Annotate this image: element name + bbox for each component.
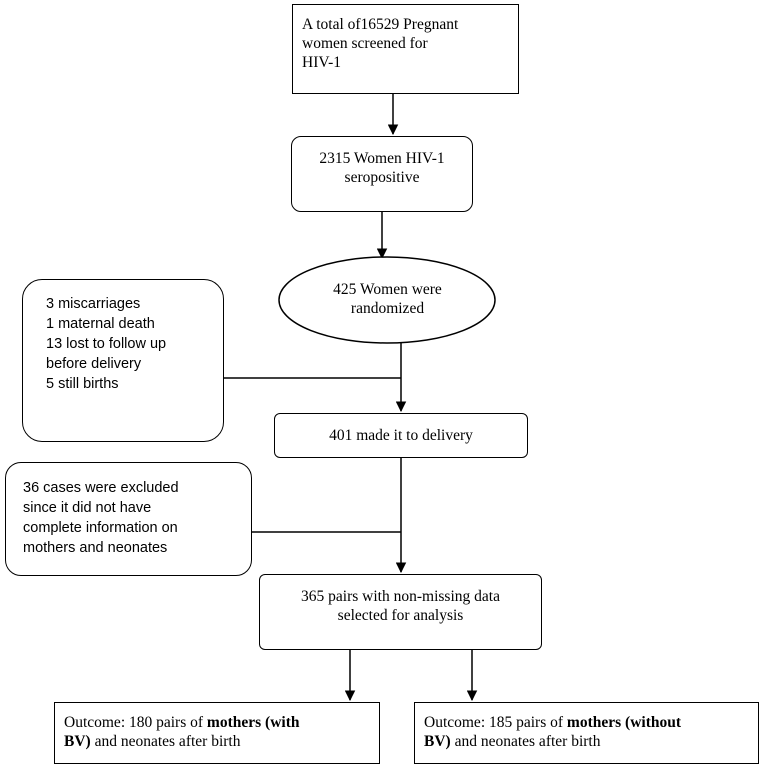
- seropositive-line: seropositive: [344, 169, 420, 186]
- randomized-line: randomized: [350, 300, 425, 317]
- screened-box: A total of16529 Pregnant women screened …: [292, 4, 519, 94]
- randomized-ellipse: [278, 256, 496, 344]
- outcome-bv-line-1: Outcome: 180 pairs of mothers (with: [64, 714, 300, 731]
- outcome-no-bv-line-2: BV) and neonates after birth: [424, 733, 601, 750]
- excluded-line: mothers and neonates: [23, 540, 168, 556]
- excluded-line: complete information on: [23, 520, 178, 536]
- outcome-no-bv-box: Outcome: 185 pairs of mothers (without B…: [414, 702, 759, 764]
- analysis-line: selected for analysis: [337, 607, 464, 624]
- seropositive-box: 2315 Women HIV-1 seropositive: [291, 136, 473, 212]
- lost-line: 1 maternal death: [46, 316, 155, 332]
- screened-line: HIV-1: [302, 54, 342, 71]
- lost-line: 3 miscarriages: [46, 296, 141, 312]
- outcome-bv-box: Outcome: 180 pairs of mothers (with BV) …: [54, 702, 380, 764]
- excluded-box: 36 cases were excluded since it did not …: [5, 462, 252, 576]
- seropositive-line: 2315 Women HIV-1: [319, 150, 445, 167]
- randomized-line: 425 Women were: [333, 281, 442, 298]
- lost-box: 3 miscarriages 1 maternal death 13 lost …: [22, 279, 224, 442]
- outcome-no-bv-line-1: Outcome: 185 pairs of mothers (without: [424, 714, 682, 731]
- outcome-bv-line-2: BV) and neonates after birth: [64, 733, 241, 750]
- screened-line: women screened for: [302, 35, 428, 52]
- analysis-box: 365 pairs with non-missing data selected…: [259, 574, 542, 650]
- delivery-box: 401 made it to delivery: [274, 413, 528, 458]
- lost-line: before delivery: [46, 356, 142, 372]
- delivery-label: 401 made it to delivery: [329, 427, 473, 444]
- excluded-line: 36 cases were excluded: [23, 480, 179, 496]
- lost-line: 13 lost to follow up: [46, 336, 167, 352]
- lost-line: 5 still births: [46, 376, 119, 392]
- randomized-label: 425 Women were randomized: [300, 280, 475, 318]
- screened-line: A total of16529 Pregnant: [302, 16, 459, 33]
- analysis-line: 365 pairs with non-missing data: [301, 588, 500, 605]
- excluded-line: since it did not have: [23, 500, 152, 516]
